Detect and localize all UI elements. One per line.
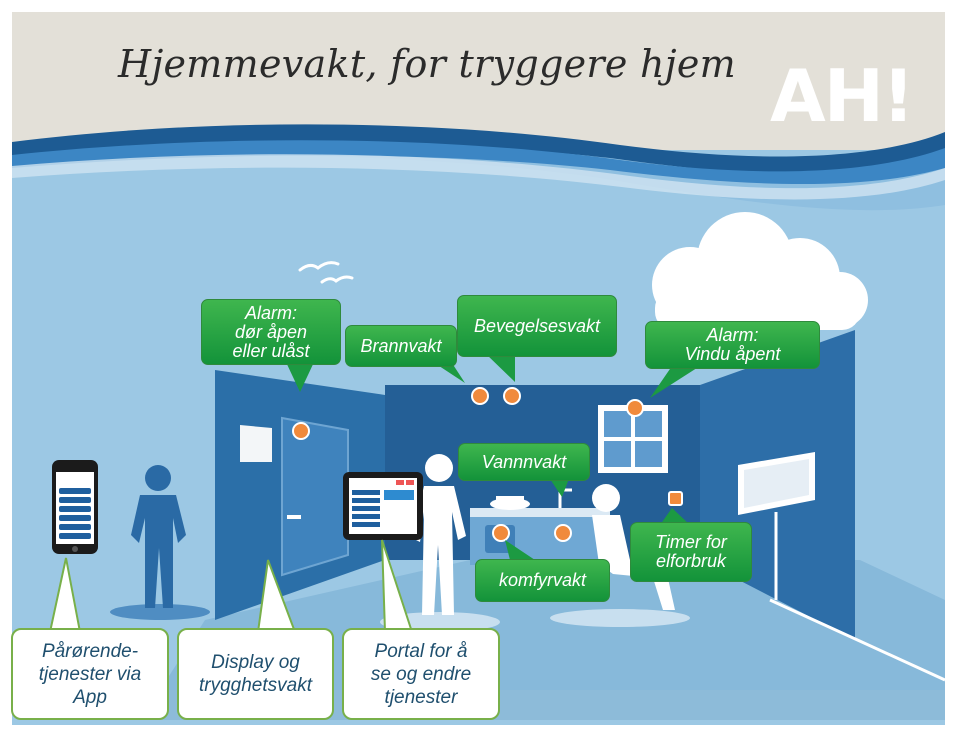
callout-bevegelsesvakt: Bevegelsesvakt	[457, 295, 617, 357]
callout-portal-text: Portal for å se og endre tjenester	[370, 640, 472, 708]
callout-alarm-door: Alarm: dør åpen eller ulåst	[201, 299, 341, 365]
callout-parorende-text: Pårørende- tjenester via App	[38, 640, 142, 708]
person-standing-left	[131, 465, 186, 608]
sensor-dot-icon	[292, 387, 683, 542]
smartphone-icon	[52, 460, 98, 554]
callout-timer: Timer for elforbruk	[630, 522, 752, 582]
callout-brannvakt: Brannvakt	[345, 325, 457, 367]
tv-icon	[738, 452, 815, 600]
window-icon	[598, 405, 668, 473]
page-title: Hjemmevakt, for tryggere hjem	[118, 42, 736, 86]
tablet-icon	[343, 472, 423, 540]
callout-komfyrvakt: komfyrvakt	[475, 559, 610, 602]
callout-alarm-window-text: Alarm: Vindu åpent	[684, 325, 781, 364]
bird-icon	[298, 261, 354, 284]
callout-vannvakt-text: Vannnvakt	[481, 451, 567, 472]
callout-display: Display og trygghetsvakt	[177, 628, 334, 720]
callout-display-text: Display og trygghetsvakt	[199, 652, 312, 696]
callout-alarm-door-text: Alarm: dør åpen eller ulåst	[232, 302, 310, 361]
callout-timer-text: Timer for elforbruk	[655, 532, 727, 571]
logo: AH!	[770, 54, 915, 138]
callout-vannvakt: Vannnvakt	[458, 443, 590, 481]
cloud-icon	[652, 212, 868, 330]
callout-komfyrvakt-text: komfyrvakt	[498, 570, 586, 590]
callout-portal: Portal for å se og endre tjenester	[342, 628, 500, 720]
callout-parorende: Pårørende- tjenester via App	[11, 628, 169, 720]
callout-brannvakt-text: Brannvakt	[360, 335, 442, 356]
door-icon	[281, 416, 349, 577]
callout-alarm-window: Alarm: Vindu åpent	[645, 321, 820, 369]
callout-bevegelsesvakt-text: Bevegelsesvakt	[473, 315, 601, 336]
person-standing-center	[412, 454, 466, 615]
